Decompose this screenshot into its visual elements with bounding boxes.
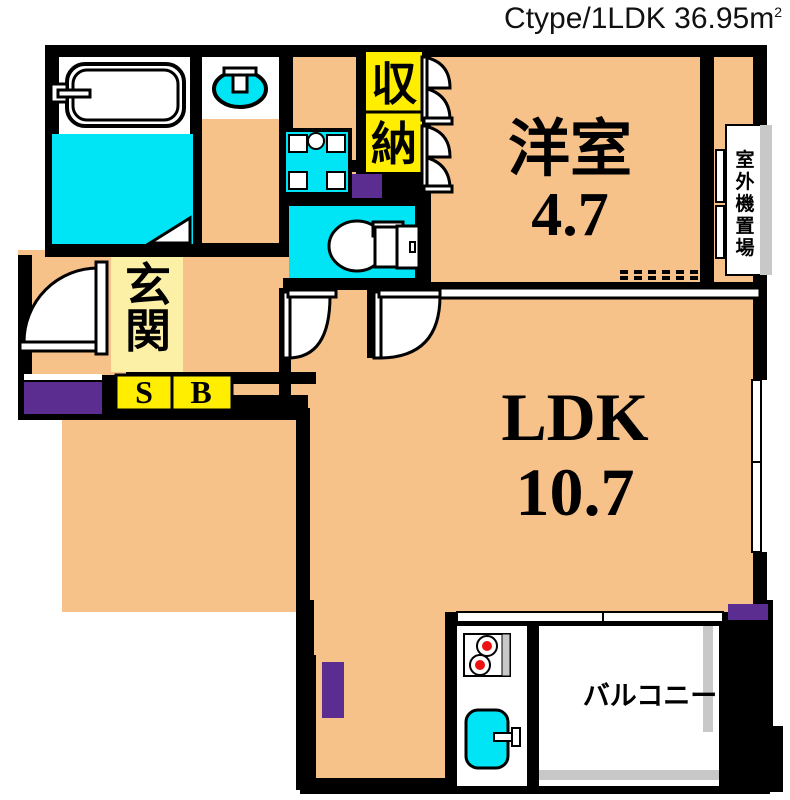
entrance-label-char2: 関 <box>125 304 171 358</box>
shoebox-label-b: B <box>190 374 211 410</box>
svg-text:場: 場 <box>735 237 754 259</box>
bathroom-door[interactable] <box>144 215 192 245</box>
svg-text:機: 機 <box>735 192 754 215</box>
closet-doors[interactable] <box>420 55 454 194</box>
entrance-label-char1: 玄 <box>125 258 171 312</box>
hall-door-left-leaf[interactable] <box>281 290 292 360</box>
balcony-label: バルコニー <box>583 681 717 712</box>
area-unit-superscript: 2 <box>774 4 782 20</box>
outdoor-unit-space <box>715 124 772 276</box>
svg-text:外: 外 <box>735 170 754 193</box>
genkan-floor <box>111 257 183 372</box>
plan-title-text: Ctype/1LDK 36.95m <box>504 2 775 35</box>
toilet-tank-icon <box>395 224 421 270</box>
bedroom-window <box>715 149 725 203</box>
kitchen-sink-icon <box>464 708 521 770</box>
balcony-floor <box>539 626 719 786</box>
balcony-sliding-door[interactable] <box>456 611 606 623</box>
ldk-label: LDK <box>501 379 648 455</box>
entrance-door[interactable] <box>18 260 109 356</box>
bathtub-icon <box>49 62 186 128</box>
entrance-label-block: 玄 関 <box>118 262 178 354</box>
meter-box-laundry <box>352 174 382 198</box>
sash-rail <box>760 125 772 275</box>
bedroom-partition[interactable] <box>438 270 762 300</box>
toilet-room <box>289 206 421 278</box>
shoe-box <box>114 373 234 412</box>
ldk-area: 10.7 <box>516 454 635 530</box>
gas-stove-icon <box>463 633 511 677</box>
ldk-east-window <box>751 379 768 553</box>
hallway-doors[interactable] <box>281 288 443 360</box>
svg-text:室: 室 <box>735 148 754 171</box>
shoebox-label-s: S <box>135 374 153 410</box>
drain-icon <box>307 132 325 150</box>
meter-box-ldk-west <box>322 662 344 718</box>
balcony-rail <box>539 770 719 780</box>
genkan-entrance <box>18 257 234 414</box>
toilet-icon <box>327 219 421 273</box>
hall-door-right[interactable] <box>377 294 442 360</box>
bedroom-label: 洋室 <box>508 112 632 185</box>
closet-storage <box>352 52 454 198</box>
kitchen <box>457 626 527 786</box>
storage-label-top: 収 <box>371 57 417 111</box>
vanity-area <box>202 57 279 119</box>
meter-box-entrance <box>24 382 102 414</box>
meter-box-ldk-east <box>728 604 768 620</box>
washing-machine-pan-icon <box>282 128 352 196</box>
outdoor-unit-label: 室 外 機 置 場 <box>735 148 754 259</box>
bedroom-area: 4.7 <box>531 181 609 249</box>
page-title: Ctype/1LDK 36.95m2 <box>504 2 782 36</box>
hall-door-right-leaf[interactable] <box>372 290 383 360</box>
bathroom-wet-area <box>52 134 193 244</box>
balcony <box>456 611 724 786</box>
svg-text:置: 置 <box>735 215 754 237</box>
storage-label-bottom: 納 <box>371 117 417 171</box>
bathroom <box>49 57 193 245</box>
